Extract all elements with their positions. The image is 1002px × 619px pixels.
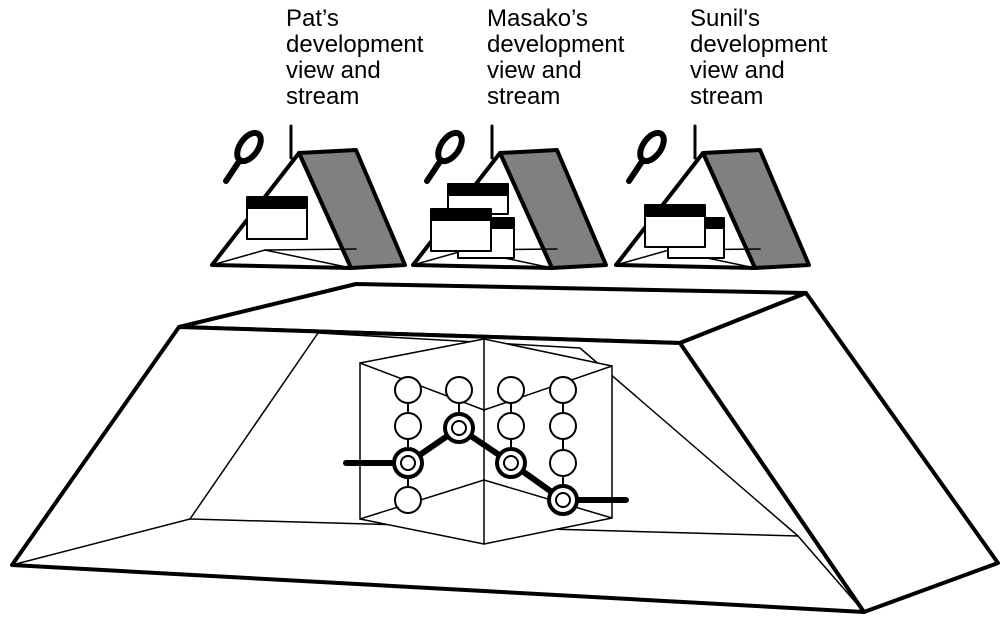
version-node <box>549 412 577 440</box>
masako-view-label: Masako’s development view and stream <box>487 5 625 110</box>
version-node <box>394 412 422 440</box>
pat-view-label: Pat’s development view and stream <box>286 5 424 110</box>
baseline-nodes <box>392 412 579 516</box>
baseline-node <box>495 447 527 479</box>
baseline-node <box>443 412 475 444</box>
version-node <box>549 449 577 477</box>
file-window-icon <box>246 196 308 240</box>
baseline-node <box>392 447 424 479</box>
version-node <box>497 412 525 440</box>
version-node <box>445 376 473 404</box>
sunil-development-view-tent <box>614 129 811 270</box>
integration-stream-cube <box>359 338 613 545</box>
masako-development-view-tent <box>411 129 608 270</box>
baseline-node <box>547 484 579 516</box>
cube-outline <box>359 338 613 545</box>
version-node <box>549 376 577 404</box>
version-node <box>497 376 525 404</box>
version-node <box>394 486 422 514</box>
version-nodes <box>394 376 577 514</box>
sunil-view-label: Sunil's development view and stream <box>690 5 828 110</box>
pat-development-view-tent <box>210 129 407 270</box>
version-node <box>394 376 422 404</box>
tray-right-side <box>678 291 1000 614</box>
magnifier-icon <box>626 129 667 184</box>
file-window-icon <box>644 204 706 248</box>
magnifier-icon <box>223 129 264 184</box>
file-window-icon <box>430 208 492 252</box>
magnifier-icon <box>424 129 465 184</box>
